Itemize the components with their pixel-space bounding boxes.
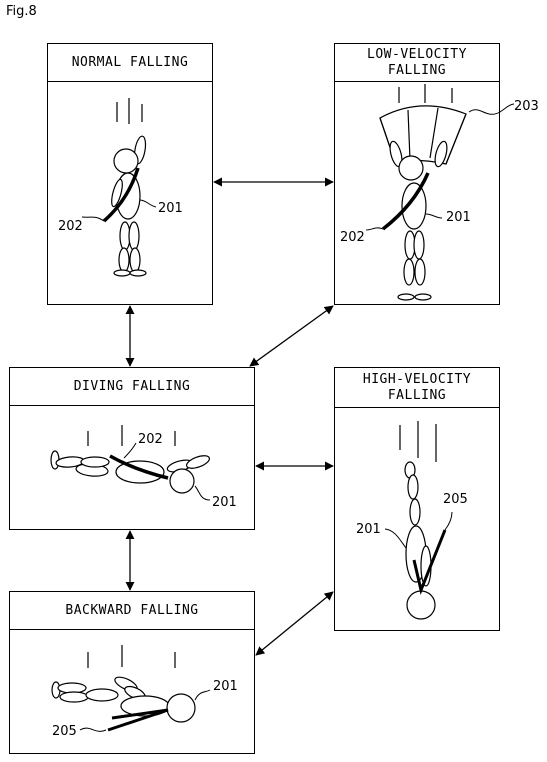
arrow-backward-high <box>255 591 334 656</box>
wing-device <box>109 454 169 480</box>
state-box-backward-falling: BACKWARD FALLING <box>9 591 255 754</box>
state-title-text: BACKWARD FALLING <box>65 602 199 618</box>
state-title-line1: HIGH-VELOCITY <box>362 371 472 387</box>
foot-left <box>397 293 415 301</box>
wing-device <box>412 529 447 595</box>
state-title-text: NORMAL FALLING <box>71 54 189 70</box>
labels-high-velocity-falling <box>384 511 453 549</box>
labels-backward-falling <box>79 689 211 732</box>
head <box>166 693 196 723</box>
ref-label-203-low: 203 <box>514 99 539 114</box>
arm-up-right <box>434 140 448 168</box>
state-title-line2: FALLING <box>387 62 447 78</box>
head <box>169 468 195 494</box>
motion-lines <box>398 84 453 103</box>
leg-upper-right <box>128 221 140 251</box>
labels-normal-falling <box>81 199 157 222</box>
motion-lines <box>87 425 176 446</box>
leg-lower-right <box>129 247 141 273</box>
arm-2 <box>185 455 211 469</box>
foot-left <box>113 269 131 277</box>
motion-lines <box>399 421 437 462</box>
foot-right <box>414 293 432 301</box>
leg-upper <box>85 688 119 702</box>
state-title-text: DIVING FALLING <box>73 378 191 394</box>
ref-label-202-normal: 202 <box>58 219 83 234</box>
torso <box>401 182 427 230</box>
labels-low-velocity-falling <box>365 103 515 231</box>
arm <box>111 178 123 208</box>
head <box>406 590 436 620</box>
leg-lower-2 <box>59 691 89 703</box>
foot-right <box>129 269 147 277</box>
ref-label-201-high: 201 <box>356 522 381 537</box>
ref-label-202-diving: 202 <box>138 432 163 447</box>
leg-upper <box>409 498 421 526</box>
state-title-high-velocity-falling: HIGH-VELOCITY FALLING <box>335 368 499 408</box>
leg-upper-2 <box>80 456 110 468</box>
ref-label-201-backward: 201 <box>213 679 238 694</box>
leg-upper-right <box>413 230 425 260</box>
head <box>113 148 139 174</box>
motion-lines <box>87 645 176 668</box>
labels-diving-falling <box>123 442 211 501</box>
figure-low-velocity-falling <box>379 84 467 301</box>
ref-label-205-high: 205 <box>443 492 468 507</box>
wing-device <box>381 172 430 231</box>
state-title-normal-falling: NORMAL FALLING <box>48 44 212 82</box>
ref-label-205-backward: 205 <box>52 724 77 739</box>
state-title-low-velocity-falling: LOW-VELOCITY FALLING <box>335 44 499 82</box>
wing-device <box>107 708 169 732</box>
state-title-diving-falling: DIVING FALLING <box>10 368 254 406</box>
state-box-high-velocity-falling: HIGH-VELOCITY FALLING <box>334 367 500 631</box>
leg-lower-right <box>414 258 426 286</box>
ref-label-201-normal: 201 <box>158 201 183 216</box>
state-title-line2: FALLING <box>387 387 447 403</box>
leg-lower-left <box>118 247 130 273</box>
wing-device <box>102 167 140 223</box>
figure-backward-falling <box>51 645 196 732</box>
ref-label-201-diving: 201 <box>212 495 237 510</box>
figure-label: Fig.8 <box>6 4 37 19</box>
head <box>398 155 424 181</box>
ref-label-201-low: 201 <box>446 210 471 225</box>
ref-label-202-low: 202 <box>340 230 365 245</box>
leg-lower <box>407 474 419 500</box>
state-title-backward-falling: BACKWARD FALLING <box>10 592 254 630</box>
motion-lines <box>116 98 143 124</box>
figure-high-velocity-falling <box>399 421 447 620</box>
arrow-low-diving <box>249 305 334 367</box>
state-title-line1: LOW-VELOCITY <box>367 46 467 62</box>
leg-lower-left <box>403 258 415 286</box>
transition-arrows <box>125 177 334 656</box>
figure-normal-falling <box>102 98 147 277</box>
figure-diving-falling <box>50 425 211 494</box>
